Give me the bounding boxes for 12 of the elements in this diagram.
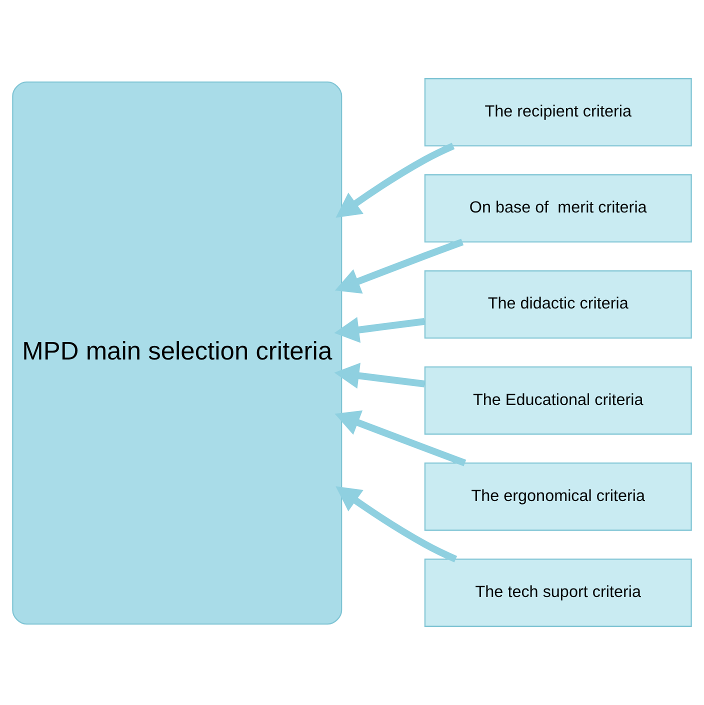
node-box: The didactic criteria: [424, 270, 692, 339]
node-box: The recipient criteria: [424, 78, 692, 146]
arrow: [334, 316, 425, 343]
node-box: The ergonomical criteria: [424, 462, 692, 531]
arrow: [334, 362, 425, 389]
node-box: On base of merit criteria: [424, 174, 692, 242]
arrow: [336, 142, 455, 218]
node-box: The Educational criteria: [424, 366, 692, 435]
node-box: The tech suport criteria: [424, 558, 692, 627]
arrow: [336, 486, 458, 562]
arrow: [334, 238, 464, 294]
node-box: MPD main selection criteria: [12, 82, 342, 625]
